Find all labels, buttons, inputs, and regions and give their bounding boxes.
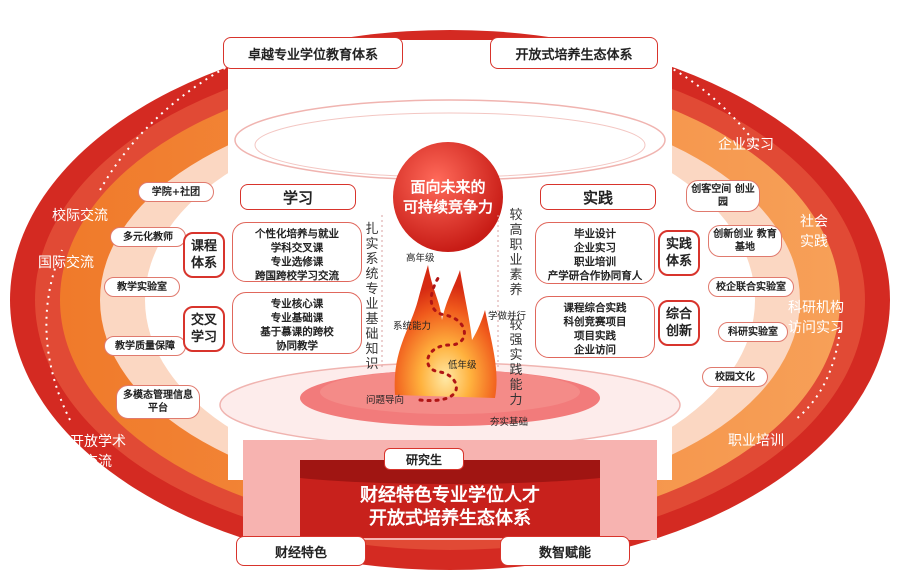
label-research-visit: 科研机构 访问实习 <box>788 300 844 336</box>
tag-innovation: 综合创新 <box>658 300 700 346</box>
goal-ball <box>393 142 503 252</box>
tag-practice-system: 实践体系 <box>658 230 700 276</box>
label-enterprise-intern: 企业实习 <box>718 137 774 153</box>
center-goal-text: 面向未来的 可持续竞争力 <box>402 178 493 216</box>
pill-teaching-lab: 教学实验室 <box>104 277 180 297</box>
tag-course-system: 课程体系 <box>183 232 225 278</box>
label-international: 国际交流 <box>38 255 94 271</box>
course-system-box: 个性化培养与就业学科交叉课专业选修课跨国跨校学习交流 <box>232 222 362 282</box>
pill-quality-assurance: 教学质量保障 <box>104 336 186 356</box>
right-vertical-text-1: 较高职业素养 <box>509 208 523 298</box>
practice-system-box: 毕业设计企业实习职业培训产学研合作协同育人 <box>535 222 655 284</box>
flame-shape <box>394 265 497 398</box>
cross-learning-box: 专业核心课专业基础课基于慕课的跨校协同教学 <box>232 292 362 354</box>
label-social-practice: 社会 实践 <box>800 214 828 250</box>
flame-label-low: 低年级 <box>448 360 477 371</box>
flame-label-high: 高年级 <box>406 253 435 264</box>
flame-label-problem: 问题导向 <box>366 395 405 406</box>
pill-research-lab: 科研实验室 <box>718 322 788 342</box>
pill-maker-space: 创客空间 创业园 <box>686 180 760 212</box>
pill-diverse-teachers: 多元化教师 <box>110 227 186 247</box>
pill-management-platform: 多模态管理信息平台 <box>116 385 200 419</box>
flame-label-system: 系统能力 <box>393 321 432 332</box>
flame-label-together: 学做并行 <box>488 311 527 322</box>
pill-innovation-base: 创新创业 教育基地 <box>708 225 782 257</box>
label-inter-school: 校际交流 <box>52 208 108 224</box>
label-vocational-training: 职业培训 <box>728 433 784 449</box>
right-vertical-text-2: 较强实践能力 <box>509 318 523 408</box>
flame-label-foundation: 夯实基础 <box>490 417 529 428</box>
innovation-box: 课程综合实践科创竞赛项目项目实践企业访问 <box>535 296 655 358</box>
top-right-title: 开放式培养生态体系 <box>490 37 658 69</box>
pill-campus-culture: 校园文化 <box>702 367 768 387</box>
tag-cross-learning: 交叉学习 <box>183 306 225 352</box>
learning-header: 学习 <box>240 184 356 210</box>
label-open-academic: 开放学术 交流 <box>70 434 126 470</box>
bottom-left-box: 财经特色 <box>236 536 366 566</box>
research-student-label: 研究生 <box>384 448 464 470</box>
pill-joint-lab: 校企联合实验室 <box>708 277 794 297</box>
left-vertical-text: 扎实系统专业基础知识 <box>365 222 379 372</box>
bottom-right-box: 数智赋能 <box>500 536 630 566</box>
top-left-title: 卓越专业学位教育体系 <box>223 37 403 69</box>
pill-college-club: 学院+社团 <box>138 182 214 202</box>
practice-header: 实践 <box>540 184 656 210</box>
bottom-title: 财经特色专业学位人才 开放式培养生态体系 <box>360 485 540 529</box>
